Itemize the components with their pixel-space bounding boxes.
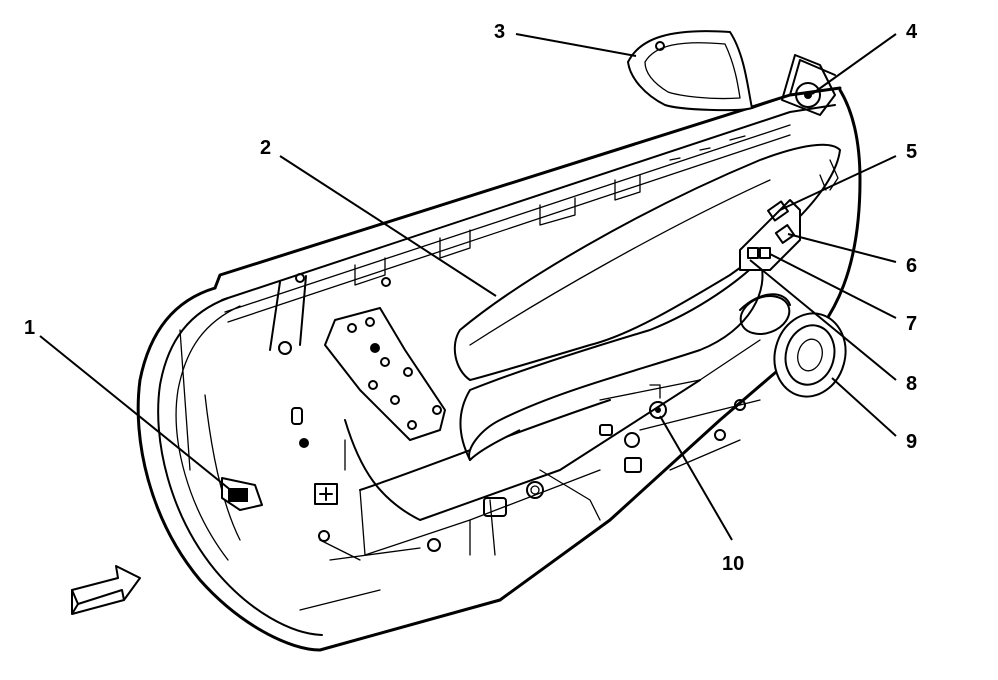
callout-7: 7 <box>906 313 917 335</box>
inside-handle-bezel <box>221 477 338 511</box>
callout-9: 9 <box>906 431 917 453</box>
callout-5: 5 <box>906 141 917 163</box>
callout-4: 4 <box>906 21 918 43</box>
callout-leaders <box>39 33 897 541</box>
latch-mount-plate <box>324 307 446 441</box>
door-retainer <box>649 384 667 419</box>
callout-2: 2 <box>260 137 271 159</box>
outside-mirror <box>627 30 836 112</box>
forward-arrow-icon <box>71 565 141 615</box>
tweeter-speaker <box>781 54 836 116</box>
door-fastener-holes <box>278 273 746 552</box>
callout-10: 10 <box>722 553 744 575</box>
callout-8: 8 <box>906 373 917 395</box>
callout-1: 1 <box>24 317 35 339</box>
door-speaker <box>739 293 847 398</box>
door-inner-structure <box>179 329 761 611</box>
callout-6: 6 <box>906 255 917 277</box>
top-rail-clips <box>354 135 839 286</box>
callout-labels: 1 2 3 4 5 6 7 8 9 10 <box>24 21 918 575</box>
callout-3: 3 <box>494 21 505 43</box>
window-switch-module <box>739 199 801 271</box>
